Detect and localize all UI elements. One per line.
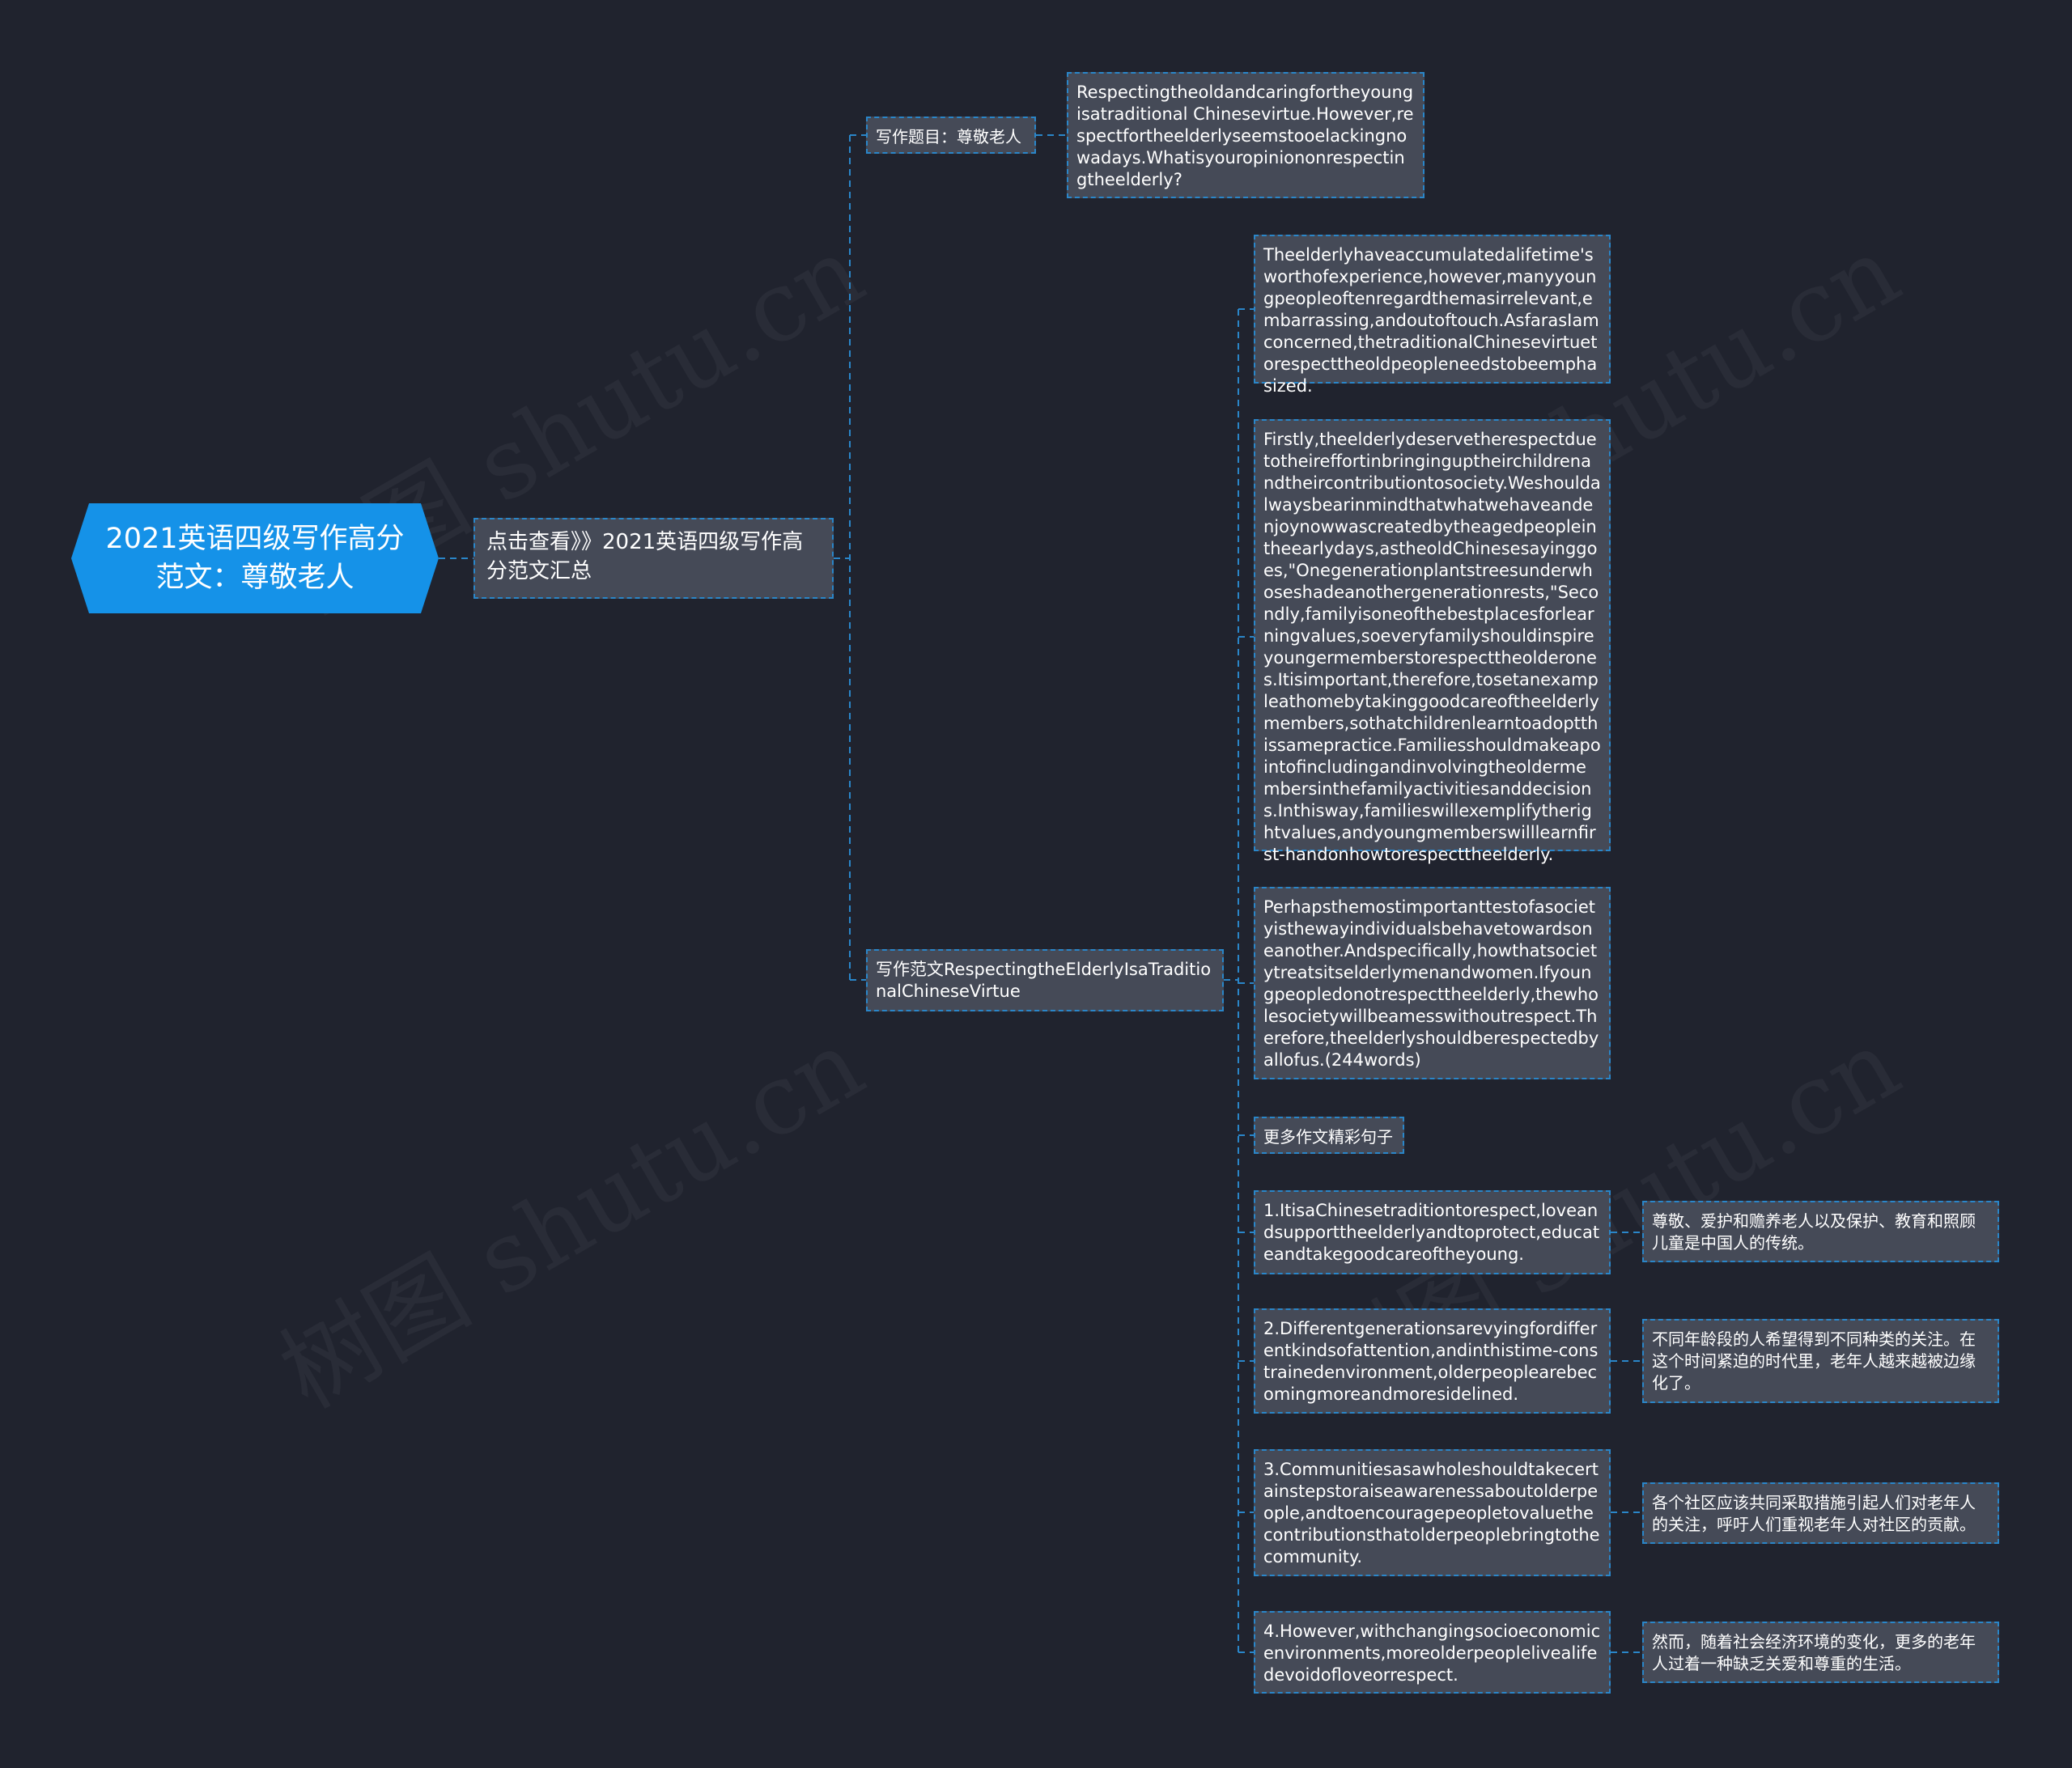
sentence-english-text: 4.However,withchangingsocioeconomicenvir… (1263, 1622, 1601, 1685)
root-topic[interactable]: 2021英语四级写作高分范文：尊敬老人 (71, 503, 439, 613)
paragraph-text: Perhapsthemostimportanttestofasocietyist… (1263, 897, 1599, 1070)
sentence-1-english[interactable]: 1.ItisaChinesetraditiontorespect,loveand… (1254, 1190, 1611, 1274)
topic-prompt-text: Respectingtheoldandcaringfortheyoungisat… (1076, 83, 1414, 189)
more-sentences-label: 更多作文精彩句子 (1263, 1127, 1393, 1147)
sentence-2-english[interactable]: 2.Differentgenerationsarevyingfordiffere… (1254, 1308, 1611, 1414)
topic-node-label: 写作题目：尊敬老人 (876, 127, 1021, 146)
topic-node[interactable]: 写作题目：尊敬老人 (866, 117, 1036, 154)
essay-node-label: 写作范文RespectingtheElderlyIsaTraditionalCh… (876, 960, 1212, 1001)
sentence-english-text: 2.Differentgenerationsarevyingfordiffere… (1263, 1319, 1599, 1404)
essay-paragraph-1[interactable]: Theelderlyhaveaccumulatedalifetime'swort… (1254, 235, 1611, 396)
sentence-chinese-text: 不同年龄段的人希望得到不同种类的关注。在这个时间紧迫的时代里，老年人越来越被边缘… (1652, 1329, 1976, 1393)
summary-link-label: 点击查看》》2021英语四级写作高分范文汇总 (486, 530, 804, 583)
essay-node[interactable]: 写作范文RespectingtheElderlyIsaTraditionalCh… (866, 949, 1224, 1011)
topic-prompt-node[interactable]: Respectingtheoldandcaringfortheyoungisat… (1067, 72, 1424, 198)
summary-link-node[interactable]: 点击查看》》2021英语四级写作高分范文汇总 (473, 518, 834, 599)
root-topic-label: 2021英语四级写作高分范文：尊敬老人 (105, 523, 405, 594)
sentence-english-text: 3.Communitiesasawholeshouldtakecertainst… (1263, 1460, 1600, 1567)
sentence-1-chinese[interactable]: 尊敬、爱护和赡养老人以及保护、教育和照顾儿童是中国人的传统。 (1642, 1201, 1999, 1262)
paragraph-text: Theelderlyhaveaccumulatedalifetime'swort… (1263, 245, 1599, 396)
sentence-4-english[interactable]: 4.However,withchangingsocioeconomicenvir… (1254, 1611, 1611, 1694)
sentence-chinese-text: 尊敬、爱护和赡养老人以及保护、教育和照顾儿童是中国人的传统。 (1652, 1211, 1976, 1253)
sentence-3-english[interactable]: 3.Communitiesasawholeshouldtakecertainst… (1254, 1449, 1611, 1576)
sentence-3-chinese[interactable]: 各个社区应该共同采取措施引起人们对老年人的关注，呼吁人们重视老年人对社区的贡献。 (1642, 1482, 1999, 1544)
sentence-chinese-text: 各个社区应该共同采取措施引起人们对老年人的关注，呼吁人们重视老年人对社区的贡献。 (1652, 1493, 1976, 1534)
more-sentences-node[interactable]: 更多作文精彩句子 (1254, 1117, 1404, 1154)
essay-paragraph-2[interactable]: Firstly,theelderlydeservetherespectdueto… (1254, 419, 1611, 864)
sentence-english-text: 1.ItisaChinesetraditiontorespect,loveand… (1263, 1201, 1600, 1264)
sentence-2-chinese[interactable]: 不同年龄段的人希望得到不同种类的关注。在这个时间紧迫的时代里，老年人越来越被边缘… (1642, 1319, 1999, 1403)
sentence-chinese-text: 然而，随着社会经济环境的变化，更多的老年人过着一种缺乏关爱和尊重的生活。 (1652, 1632, 1976, 1673)
paragraph-text: Firstly,theelderlydeservetherespectdueto… (1263, 430, 1601, 864)
sentence-4-chinese[interactable]: 然而，随着社会经济环境的变化，更多的老年人过着一种缺乏关爱和尊重的生活。 (1642, 1622, 1999, 1683)
essay-paragraph-3[interactable]: Perhapsthemostimportanttestofasocietyist… (1254, 887, 1611, 1079)
